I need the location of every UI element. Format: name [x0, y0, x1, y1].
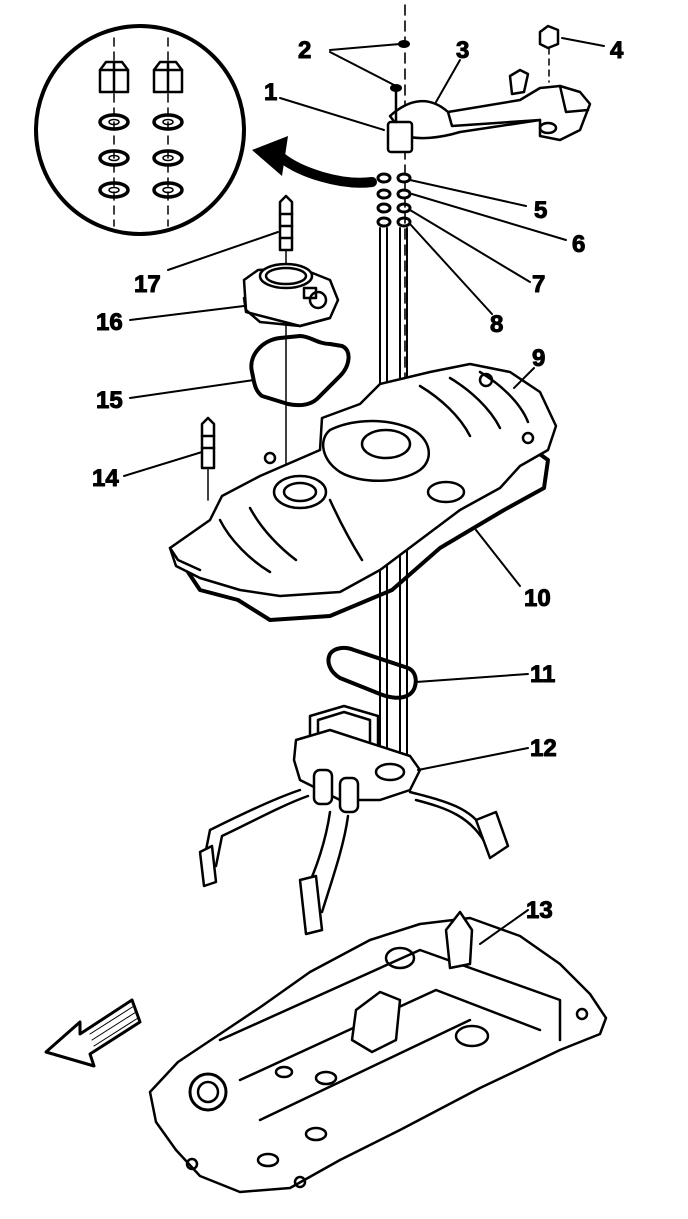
- callout-11: 11: [530, 661, 555, 688]
- callout-14: 14: [92, 465, 119, 492]
- sensor-14: [200, 416, 216, 501]
- callout-1: 1: [264, 79, 277, 106]
- throttle-body-16: [242, 262, 340, 328]
- callout-13: 13: [526, 897, 553, 924]
- washer-stack: [376, 172, 412, 228]
- callout-6: 6: [572, 231, 585, 258]
- callout-5: 5: [534, 197, 547, 224]
- fuel-rail-bracket: [386, 68, 592, 154]
- callout-8: 8: [490, 311, 503, 338]
- small-nut-2: [390, 40, 410, 92]
- gasket-15: [249, 334, 351, 408]
- callout-10: 10: [524, 585, 551, 612]
- callout-15: 15: [96, 387, 123, 414]
- callout-12: 12: [530, 735, 557, 762]
- bolt-4: [538, 24, 560, 83]
- callout-7: 7: [532, 271, 545, 298]
- leader-lines: [123, 37, 605, 945]
- lower-intake-manifold-13: [148, 910, 608, 1194]
- injector-harness-12: [198, 704, 510, 936]
- seal-11: [326, 645, 418, 700]
- front-direction-arrow-icon: [44, 998, 142, 1068]
- callout-17: 17: [134, 271, 161, 298]
- curved-arrow-icon: [252, 136, 377, 188]
- callout-3: 3: [456, 37, 469, 64]
- detail-inset-circle: [34, 24, 246, 236]
- callout-2: 2: [298, 37, 311, 64]
- callout-4: 4: [610, 37, 624, 64]
- callout-16: 16: [96, 309, 123, 336]
- upper-intake-manifold-9: [168, 362, 558, 598]
- callout-9: 9: [532, 345, 545, 372]
